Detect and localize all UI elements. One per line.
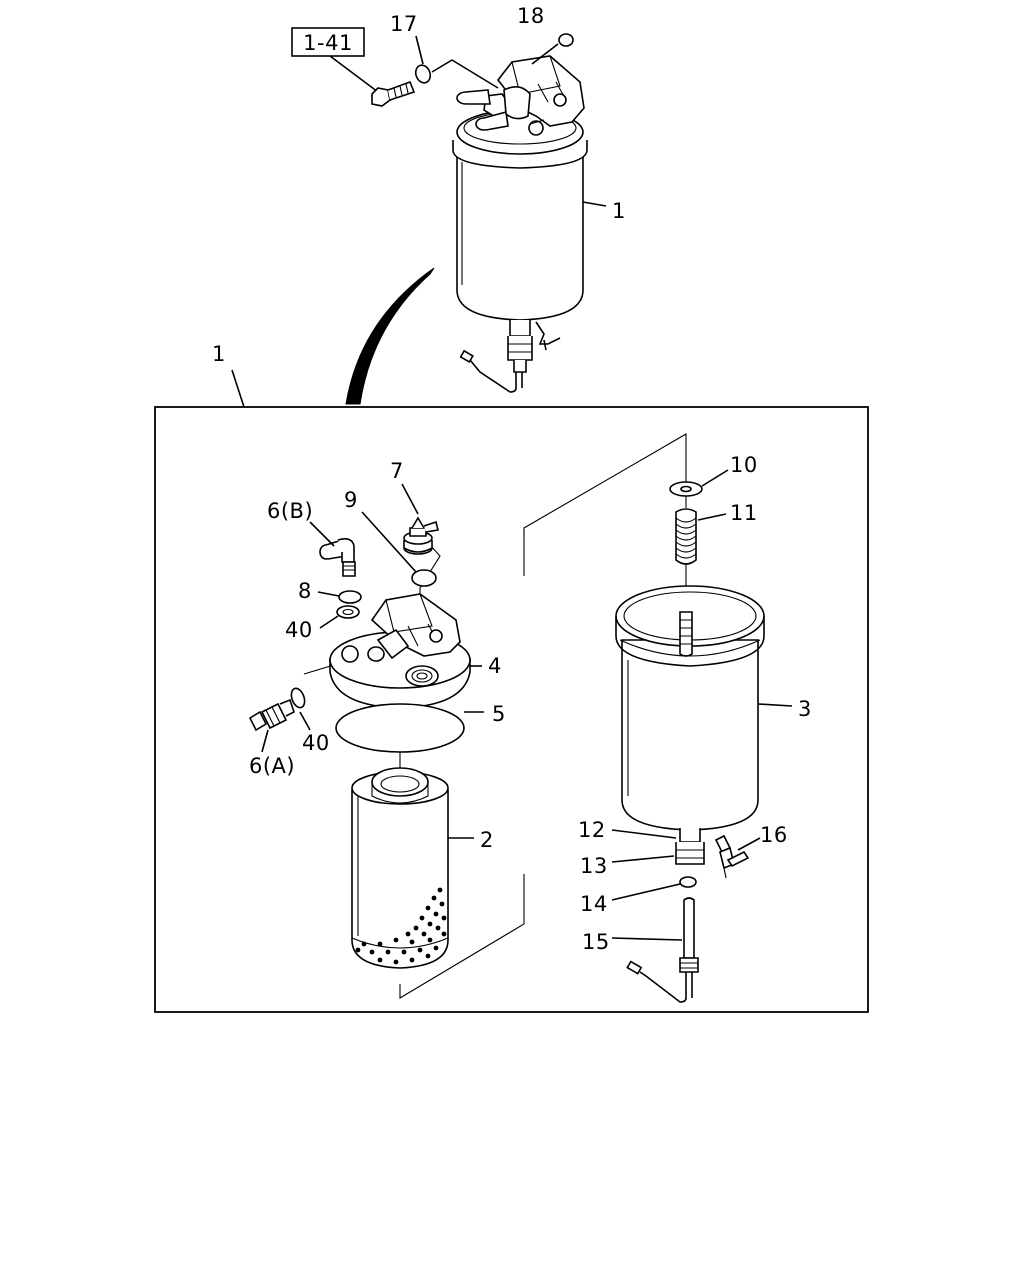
washer-40-upper [336,605,360,619]
callout-15: 15 [582,930,610,954]
callout-8: 8 [298,579,312,603]
filter-perforations [355,887,447,965]
callout-1-top: 1 [612,199,626,223]
elbow-fitting-6b [319,538,356,577]
vent-plug-16 [714,834,750,879]
callout-labels: 1 17 18 1 10 11 7 9 6(B) 8 40 4 5 40 6(A… [212,4,812,954]
callout-11: 11 [730,501,758,525]
gasket-5 [335,703,465,753]
priming-plug-7 [403,516,439,555]
callout-40-upper: 40 [285,618,313,642]
drain-nut-12-13 [675,828,705,865]
callout-10: 10 [730,453,758,477]
callout-9: 9 [344,488,358,512]
callout-1-box: 1 [212,342,226,366]
spring-11 [675,508,697,565]
o-ring-9 [411,569,437,587]
callout-17: 17 [390,12,418,36]
callout-2: 2 [480,828,494,852]
filter-bowl-3 [615,585,765,831]
water-sensor-15 [626,897,699,1003]
callout-6b: 6(B) [267,499,313,523]
straight-fitting-6a [248,698,295,732]
callout-18: 18 [517,4,545,28]
o-ring-14 [679,876,697,888]
callout-40-lower: 40 [302,731,330,755]
callout-16: 16 [760,823,788,847]
filter-head-4 [329,593,471,709]
callout-13: 13 [580,854,608,878]
callout-7: 7 [390,459,404,483]
connection-arrow [345,267,435,405]
callout-14: 14 [580,892,608,916]
callout-5: 5 [492,702,506,726]
callout-4: 4 [488,654,502,678]
callout-12: 12 [578,818,606,842]
exploded-view-frame [154,406,869,1013]
washer-40-lower [290,687,306,709]
washer-8 [338,590,362,604]
filter-element-2 [351,767,449,969]
washer-10 [669,481,703,497]
reference-tag: 1-41 [291,27,365,57]
assembled-fuel-filter [452,55,588,393]
washer-17 [414,64,432,84]
washer-18 [558,33,574,47]
callout-3: 3 [798,697,812,721]
reference-tag-text: 1-41 [303,31,353,55]
callout-6a: 6(A) [249,754,295,778]
bolt [371,80,416,107]
